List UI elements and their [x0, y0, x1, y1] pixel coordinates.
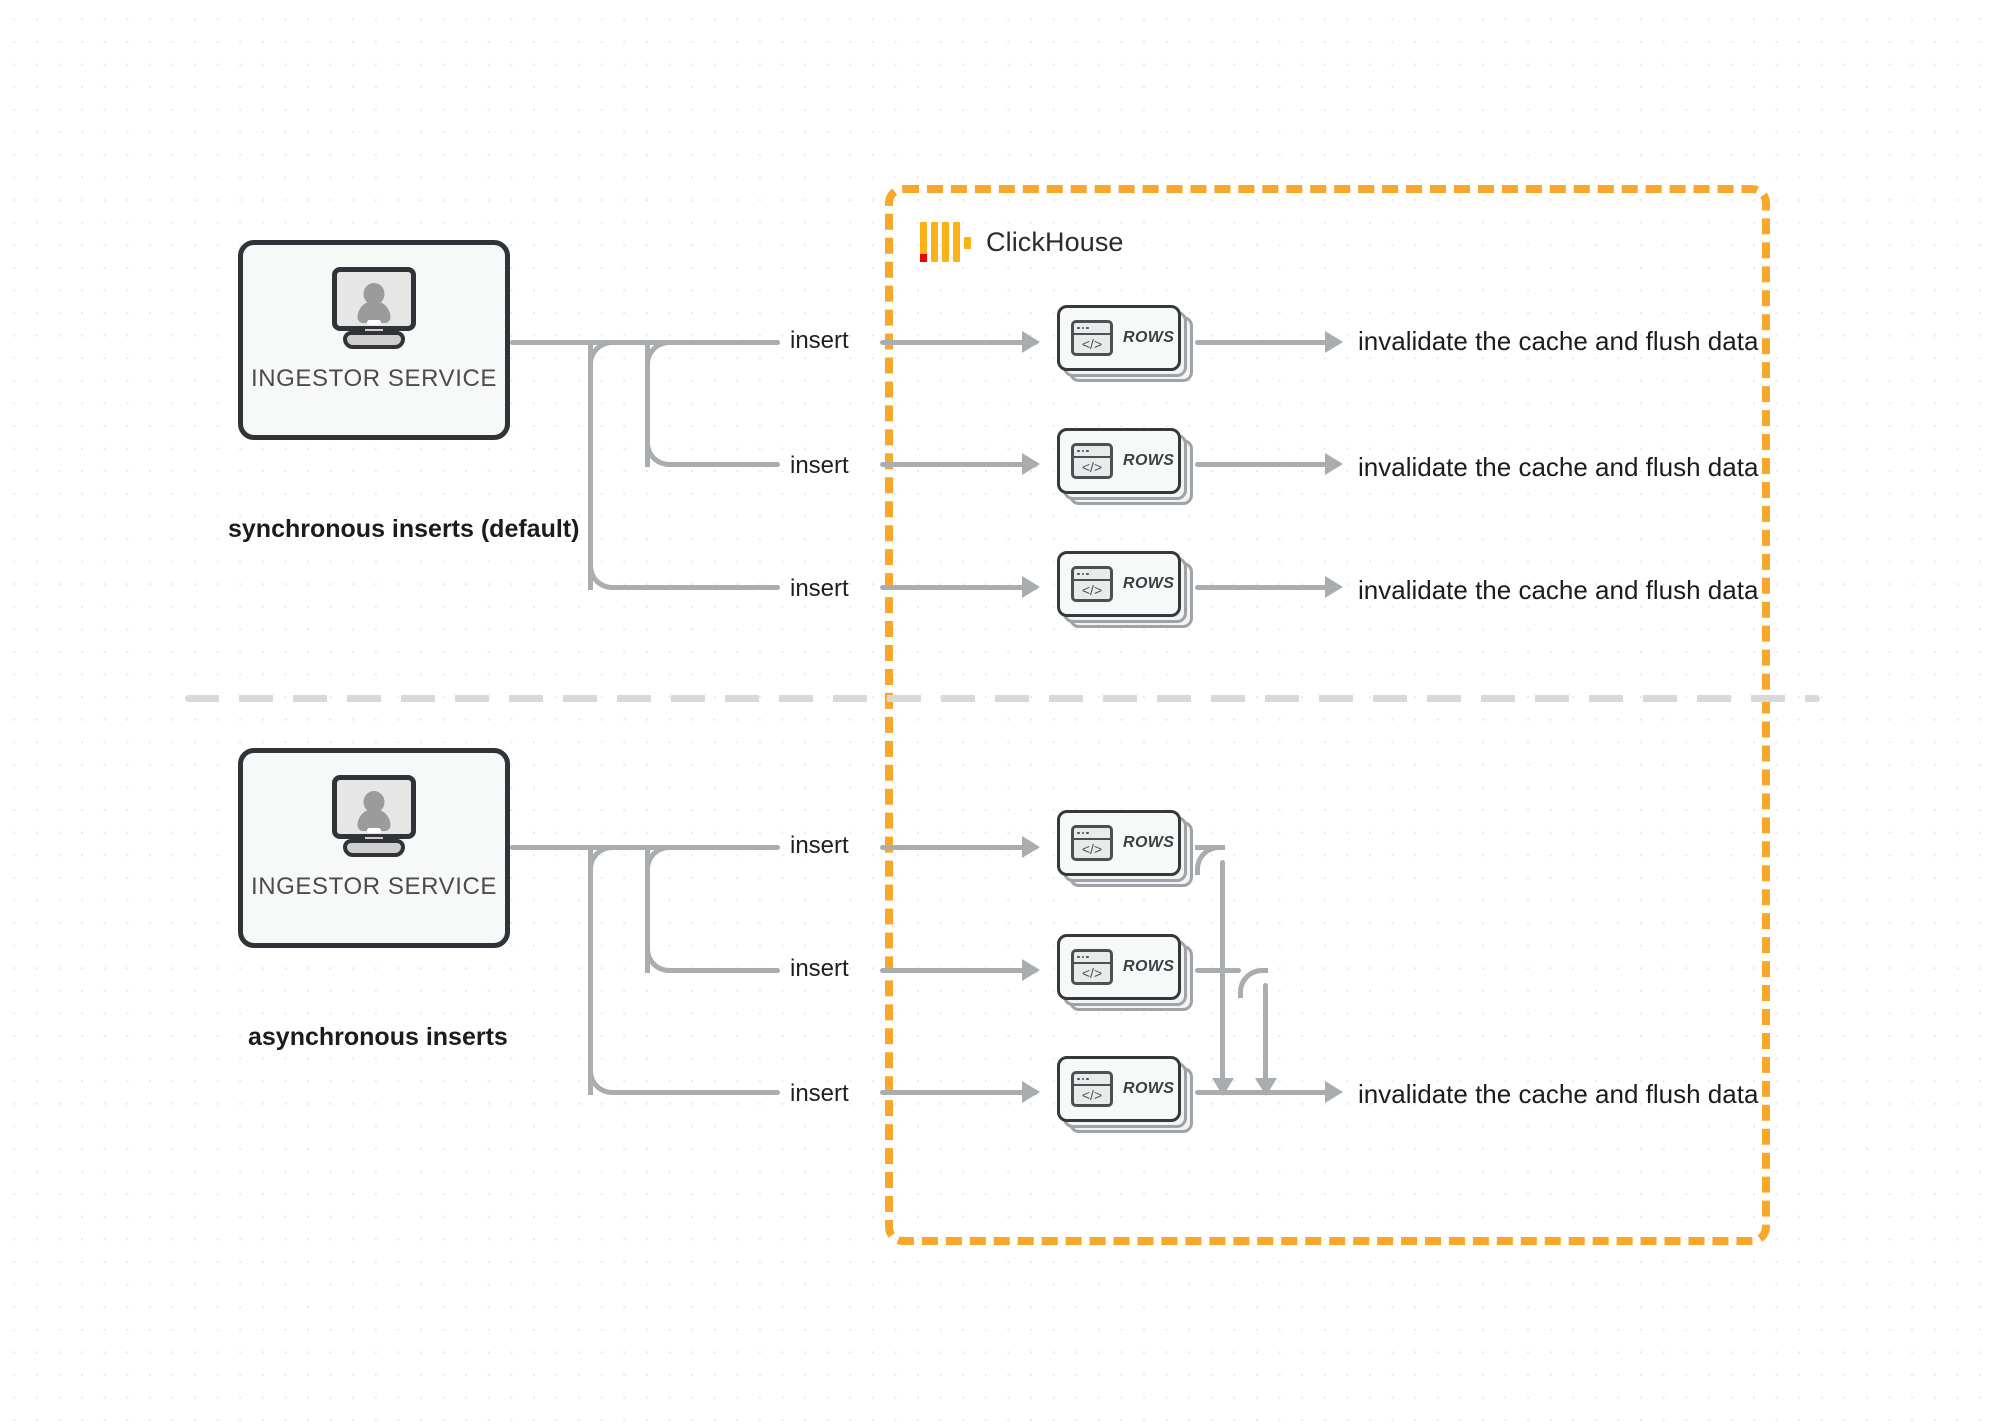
- code-window-icon: </>: [1071, 825, 1113, 861]
- rows-card-label: ROWS: [1123, 1080, 1175, 1097]
- edge-label-insert-async-2: insert: [790, 955, 849, 982]
- outcome-label-sync-3: invalidate the cache and flush data: [1358, 575, 1759, 605]
- connector-sync-out-3: [1195, 585, 1335, 590]
- connector-sync-out-2: [1195, 462, 1335, 467]
- arrowhead-async-1: [1022, 836, 1040, 858]
- connector-async-3-in: [880, 1090, 1038, 1095]
- monitor-user-icon: [329, 267, 419, 349]
- code-window-icon: </>: [1071, 320, 1113, 356]
- section-divider: [185, 695, 1820, 702]
- connector-async-merge-2-elbow: [1238, 968, 1268, 998]
- connector-async-merge-2-vert: [1263, 983, 1268, 1092]
- connector-sync-2-in: [880, 462, 1038, 467]
- connector-async-2-out: [668, 968, 780, 973]
- rows-card-label: ROWS: [1123, 958, 1175, 975]
- arrowhead-async-out: [1325, 1081, 1343, 1103]
- connector-sync-out-1: [1195, 340, 1335, 345]
- clickhouse-logo-icon: [920, 222, 971, 262]
- ingestor-service-label-async: INGESTOR SERVICE: [250, 873, 498, 900]
- monitor-user-icon: [329, 775, 419, 857]
- clickhouse-boundary: [885, 185, 1770, 1245]
- edge-label-insert-async-1: insert: [790, 832, 849, 859]
- rows-card-sync-3[interactable]: </> ROWS: [1057, 551, 1193, 628]
- rows-card-async-1[interactable]: </> ROWS: [1057, 810, 1193, 887]
- connector-async-merge-1-elbow: [1195, 845, 1225, 875]
- rows-card-label: ROWS: [1123, 329, 1175, 346]
- connector-sync-3-in: [880, 585, 1038, 590]
- rows-card-sync-1[interactable]: </> ROWS: [1057, 305, 1193, 382]
- code-window-icon: </>: [1071, 566, 1113, 602]
- arrowhead-async-2: [1022, 959, 1040, 981]
- rows-card-label: ROWS: [1123, 834, 1175, 851]
- edge-label-insert-sync-1: insert: [790, 327, 849, 354]
- rows-card-async-3[interactable]: </> ROWS: [1057, 1056, 1193, 1133]
- arrowhead-async-3: [1022, 1081, 1040, 1103]
- connector-async-merge-2-horiz: [1195, 968, 1241, 973]
- connector-async-2-elbow-b: [645, 845, 673, 973]
- outcome-label-sync-2: invalidate the cache and flush data: [1358, 452, 1759, 482]
- arrowhead-sync-1: [1022, 331, 1040, 353]
- connector-async-2-in: [880, 968, 1038, 973]
- ingestor-service-async[interactable]: INGESTOR SERVICE: [238, 748, 510, 948]
- arrowhead-sync-out-2: [1325, 453, 1343, 475]
- connector-sync-2-out: [668, 462, 780, 467]
- rows-card-sync-2[interactable]: </> ROWS: [1057, 428, 1193, 505]
- connector-sync-2-elbow-b: [645, 340, 673, 467]
- connector-async-merge-1-vert: [1220, 860, 1225, 1092]
- outcome-label-async: invalidate the cache and flush data: [1358, 1079, 1759, 1109]
- connector-async-3-out: [611, 1090, 780, 1095]
- connector-async-1-in: [880, 845, 1038, 850]
- ingestor-service-label-sync: INGESTOR SERVICE: [250, 365, 498, 392]
- outcome-label-sync-1: invalidate the cache and flush data: [1358, 326, 1759, 356]
- edge-label-insert-sync-3: insert: [790, 575, 849, 602]
- connector-sync-1-in: [880, 340, 1038, 345]
- connector-sync-3-elbow-b: [588, 340, 616, 590]
- ingestor-service-sync[interactable]: INGESTOR SERVICE: [238, 240, 510, 440]
- connector-async-3-elbow-b: [588, 845, 616, 1095]
- rows-card-async-2[interactable]: </> ROWS: [1057, 934, 1193, 1011]
- rows-card-label: ROWS: [1123, 452, 1175, 469]
- connector-sync-3-out: [611, 585, 780, 590]
- code-window-icon: </>: [1071, 443, 1113, 479]
- clickhouse-brand: ClickHouse: [920, 222, 1124, 262]
- arrowhead-sync-3: [1022, 576, 1040, 598]
- rows-card-label: ROWS: [1123, 575, 1175, 592]
- code-window-icon: </>: [1071, 949, 1113, 985]
- arrowhead-sync-out-1: [1325, 331, 1343, 353]
- connector-async-out: [1195, 1090, 1335, 1095]
- scenario-caption-sync: synchronous inserts (default): [228, 515, 580, 543]
- arrowhead-sync-2: [1022, 453, 1040, 475]
- clickhouse-brand-label: ClickHouse: [986, 226, 1124, 257]
- edge-label-insert-sync-2: insert: [790, 452, 849, 479]
- edge-label-insert-async-3: insert: [790, 1080, 849, 1107]
- scenario-caption-async: asynchronous inserts: [248, 1023, 508, 1051]
- arrowhead-sync-out-3: [1325, 576, 1343, 598]
- code-window-icon: </>: [1071, 1071, 1113, 1107]
